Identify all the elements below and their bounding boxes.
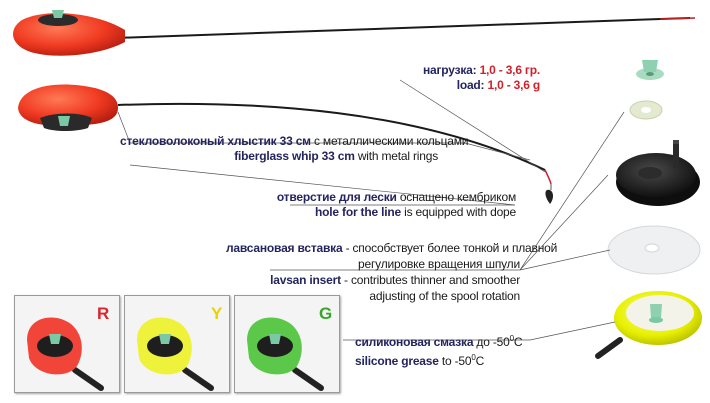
grease-en-unit: C [475, 354, 485, 368]
lavsan-en-rest: - contributes thinner and smoother [340, 273, 520, 287]
whip-label: стекловолоконый хлыстик 33 см с металлич… [120, 134, 469, 164]
lavsan-disc-part [607, 225, 701, 275]
grease-ru-unit: C [513, 335, 523, 349]
grease-en-degree: 0 [471, 353, 476, 362]
load-ru-label: нагрузка: [422, 63, 477, 77]
wing-nut-part [636, 60, 664, 80]
whip-ru-bold: стекловолоконый хлыстик 33 см [120, 134, 311, 148]
washer-part [629, 100, 663, 120]
rod-top-whip [114, 17, 691, 39]
rod-top-tip [659, 17, 696, 20]
hole-ru-rest: оснащено кембриком [396, 190, 516, 204]
variant-thumb-yellow: Y [124, 295, 230, 393]
rod-main-handle [18, 84, 118, 127]
load-en-label: load: [456, 78, 485, 92]
grease-ru-rest: до -50 [473, 335, 510, 349]
exploded-parts [595, 60, 702, 359]
grease-en-bold: silicone grease [355, 354, 439, 368]
lavsan-en-bold: lavsan insert [270, 273, 341, 287]
rod-main-tip [544, 169, 552, 185]
jig-lure [545, 189, 554, 204]
variant-green-letter: G [319, 304, 333, 323]
variant-red-letter: R [97, 304, 110, 323]
rod-top-spool [38, 14, 78, 26]
lavsan-label: лавсановая вставка - способствует более … [226, 240, 557, 304]
grease-en-rest: to -50 [438, 354, 472, 368]
rod-main-whip [117, 102, 546, 171]
variant-yellow-letter: Y [211, 304, 223, 323]
reel-body-part [595, 291, 702, 359]
leader-lines [117, 79, 625, 341]
hole-ru-bold: отверстие для лески [276, 190, 397, 204]
hole-en-rest: is equipped with dope [400, 205, 516, 219]
grease-label: силиконовая смазка до -500C silicone gre… [355, 331, 523, 369]
load-label: нагрузка: 1,0 - 3,6 гр. load: 1,0 - 3,6 … [400, 63, 540, 93]
lavsan-ru-bold: лавсановая вставка [226, 241, 343, 255]
hole-en-bold: hole for the line [315, 205, 401, 219]
variant-red-image [27, 317, 104, 391]
load-en-value: 1,0 - 3,6 g [487, 78, 541, 92]
variant-thumb-green: G [234, 295, 340, 393]
lavsan-ru-line2: регулировке вращения шпули [358, 257, 520, 271]
hole-label: отверстие для лески оснащено кембриком h… [258, 190, 516, 220]
rod-main [18, 84, 554, 204]
load-ru-value: 1,0 - 3,6 гр. [479, 63, 541, 77]
whip-en-bold: fiberglass whip 33 cm [234, 149, 355, 163]
variant-yellow-image [137, 317, 214, 391]
variant-green-image [247, 317, 324, 391]
rod-top-handle [13, 13, 125, 56]
lavsan-ru-rest: - способствует более тонкой и плавной [342, 241, 558, 255]
spool-part [616, 140, 700, 206]
variant-thumb-red: R [14, 295, 120, 393]
grease-ru-degree: 0 [509, 334, 514, 343]
grease-ru-bold: силиконовая смазка [355, 335, 474, 349]
rod-top-wingnut [52, 10, 64, 18]
whip-en-rest: with metal rings [354, 149, 438, 163]
whip-ru-rest: с металлическими кольцами [310, 134, 469, 148]
rod-top [13, 10, 696, 56]
lavsan-en-line2: adjusting of the spool rotation [369, 289, 520, 303]
rod-main-wingnut [58, 116, 70, 126]
